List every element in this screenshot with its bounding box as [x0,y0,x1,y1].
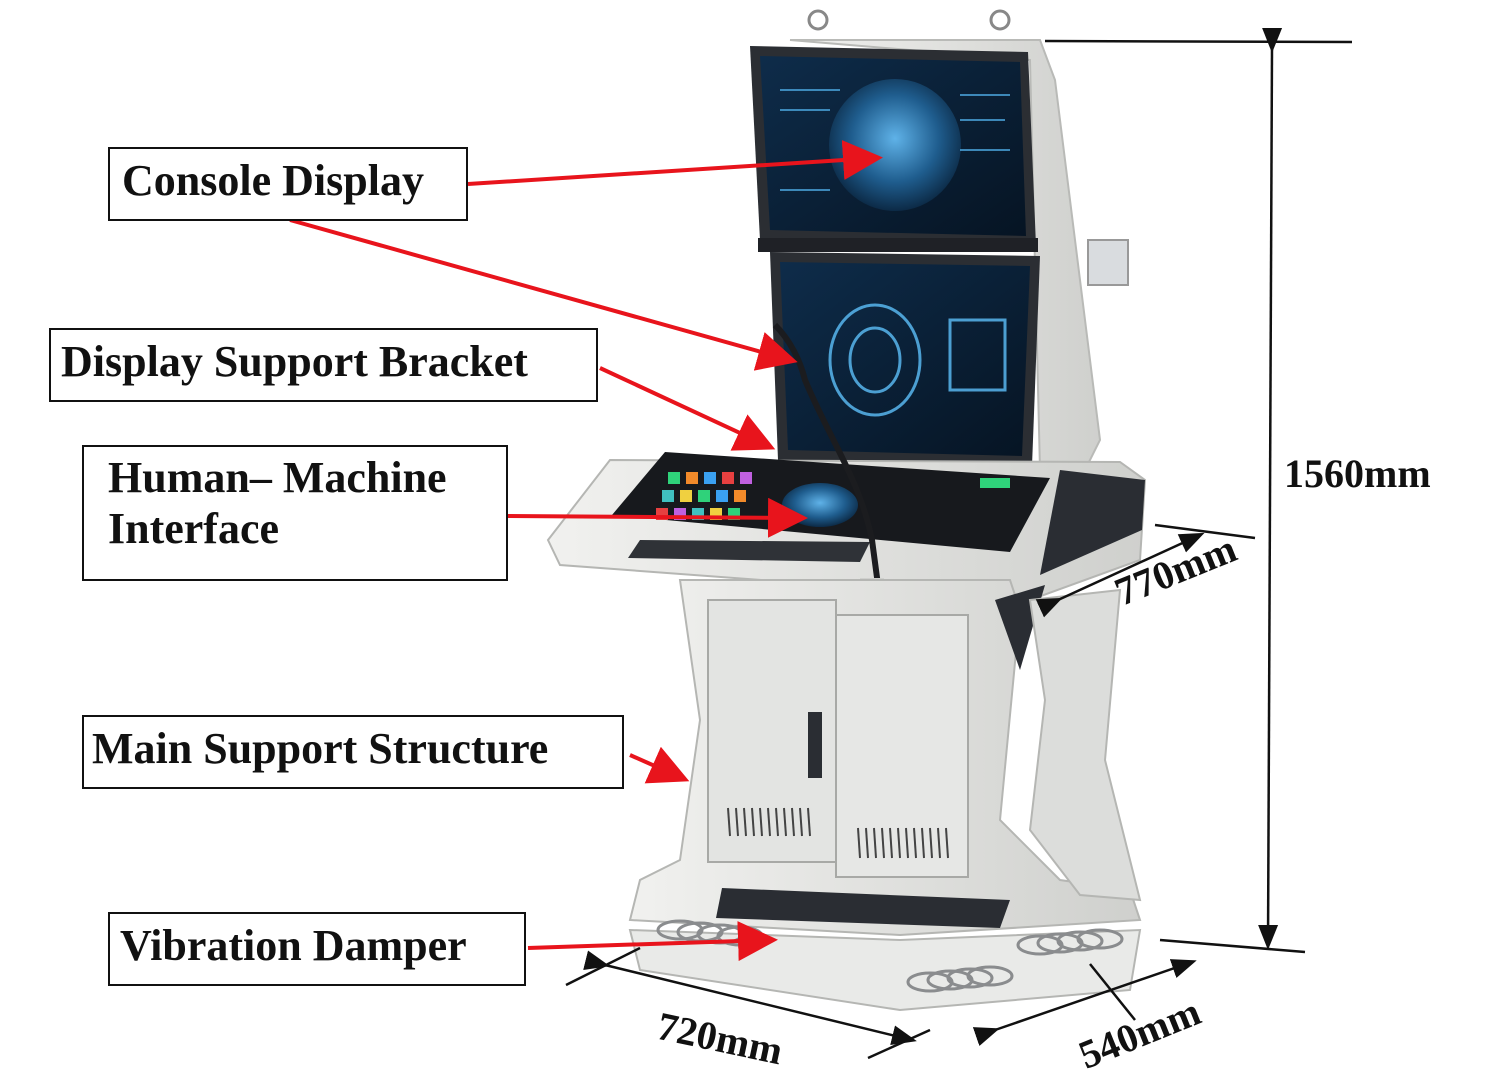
depth-top-extension [1154,523,1256,540]
arrow-vibration-damper [527,921,778,962]
dimension-height-label: 1560mm [1284,451,1431,496]
damper-spring-rear [1016,928,1124,956]
depth-top-dimension-line [1035,532,1205,618]
label-display-support-bracket: Display Support Bracket [49,328,598,402]
height-top-extension [1044,39,1353,44]
label-hmi-line1: Human– Machine [108,453,447,502]
side-handle [1087,239,1129,286]
height-bottom-extension [1159,938,1306,954]
label-console-display: Console Display [108,147,468,221]
console-illustration [546,9,1147,1012]
vent-grille-left [727,807,811,837]
width-dimension-line [583,950,917,1045]
monitor-hinge [758,238,1038,252]
hmi-globe-widget [782,483,858,527]
base-crossbar [716,888,1010,928]
globe-display [829,79,961,211]
label-human-machine-interface: Human– Machine Interface [82,445,508,581]
lower-monitor-screen [780,262,1030,456]
lifting-ring-right [989,9,1011,31]
arrow-hmi [507,497,808,538]
label-main-support-structure-text: Main Support Structure [92,724,549,773]
callout-arrows [289,140,883,962]
label-display-support-bracket-text: Display Support Bracket [61,337,528,386]
arrow-main-support [629,746,690,784]
cabinet-door-right [835,614,969,878]
hmi-keypad [656,472,752,520]
arrow-console-display-lower [289,218,798,371]
door-handle [808,712,822,778]
label-main-support-structure: Main Support Structure [82,715,624,789]
keyboard [628,540,870,562]
label-vibration-damper: Vibration Damper [108,912,526,986]
label-console-display-text: Console Display [122,156,424,205]
width-right-extension [867,1028,931,1060]
width-left-extension [565,946,641,987]
vent-grille-right [857,827,949,859]
depth-base-dimension-line [972,959,1197,1046]
arrow-console-display-upper [467,140,883,186]
lifting-ring-left [807,9,829,31]
arrow-display-support-bracket [599,366,776,451]
hmi-status-bar [980,478,1010,488]
label-vibration-damper-text: Vibration Damper [120,921,467,970]
height-dimension-line [1258,27,1283,950]
rear-support-leg [1028,588,1142,902]
dimension-lines [565,27,1353,1060]
label-hmi-line2: Interface [108,503,280,553]
display-support-bracket-shape [789,39,1102,471]
